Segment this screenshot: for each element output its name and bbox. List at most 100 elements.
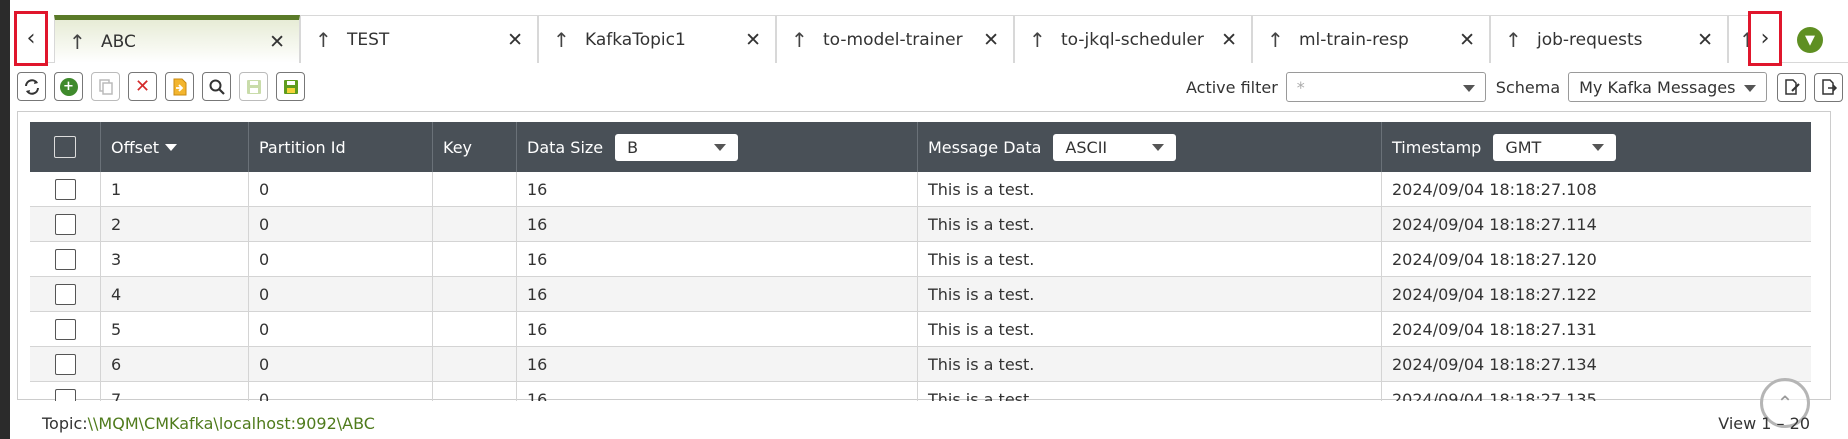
- close-icon[interactable]: ✕: [507, 28, 523, 51]
- close-icon[interactable]: ✕: [1697, 28, 1713, 51]
- tab-to-jkql-scheduler[interactable]: ↑ to-jkql-scheduler ✕: [1014, 15, 1252, 63]
- row-checkbox[interactable]: [54, 284, 76, 305]
- row-select-cell: [30, 277, 101, 312]
- cell-partition: 0: [249, 207, 433, 242]
- message-grid-panel: Offset Partition Id Key Data Size B Mess…: [17, 111, 1831, 401]
- cell-size: 16: [517, 312, 918, 347]
- cell-timestamp: 2024/09/04 18:18:27.120: [1392, 250, 1597, 269]
- active-filter-value: *: [1296, 77, 1305, 97]
- data-size-unit-select[interactable]: B: [615, 133, 739, 161]
- tab-to-model-trainer[interactable]: ↑ to-model-trainer ✕: [776, 15, 1014, 63]
- plus-icon: +: [59, 77, 78, 96]
- row-checkbox[interactable]: [54, 354, 76, 375]
- schema-select[interactable]: My Kafka Messages: [1568, 72, 1768, 102]
- cell-message: This is a test.: [918, 382, 1382, 401]
- close-icon[interactable]: ✕: [745, 28, 761, 51]
- chevron-down-icon: [1592, 143, 1605, 151]
- close-icon[interactable]: ✕: [269, 30, 285, 53]
- row-checkbox[interactable]: [54, 319, 76, 340]
- refresh-button[interactable]: [17, 72, 46, 101]
- delete-message-button[interactable]: ✕: [128, 72, 157, 101]
- add-message-button[interactable]: +: [54, 72, 83, 101]
- header-key[interactable]: Key: [433, 122, 517, 172]
- chevron-up-icon: ⌃: [1776, 391, 1794, 415]
- message-grid: Offset Partition Id Key Data Size B Mess…: [30, 122, 1811, 401]
- arrow-up-icon: ↑: [553, 27, 570, 52]
- cell-partition: 0: [249, 347, 433, 382]
- cell-partition: 0: [249, 172, 433, 207]
- chevron-down-icon: ▼: [1805, 32, 1815, 48]
- header-timestamp[interactable]: Timestamp GMT: [1382, 122, 1811, 172]
- row-select-cell: [30, 312, 101, 347]
- arrow-up-icon: ↑: [1029, 27, 1046, 52]
- timezone-select[interactable]: GMT: [1493, 133, 1617, 161]
- header-offset[interactable]: Offset: [101, 122, 249, 172]
- scroll-to-top-button[interactable]: ⌃: [1760, 378, 1810, 428]
- import-message-button[interactable]: [165, 72, 194, 101]
- chevron-down-icon: [1152, 143, 1165, 151]
- header-message-data-label: Message Data: [928, 137, 1042, 157]
- chevron-down-icon: [714, 143, 727, 151]
- grid-header: Offset Partition Id Key Data Size B Mess…: [30, 122, 1811, 172]
- tab-ml-train-resp[interactable]: ↑ ml-train-resp ✕: [1252, 15, 1490, 63]
- tab-list-dropdown-button[interactable]: ▼: [1797, 27, 1823, 53]
- header-data-size[interactable]: Data Size B: [517, 122, 918, 172]
- row-checkbox[interactable]: [54, 179, 76, 200]
- row-checkbox[interactable]: [54, 249, 76, 270]
- edit-schema-button[interactable]: [1777, 72, 1807, 102]
- export-button[interactable]: [1814, 72, 1844, 102]
- row-checkbox[interactable]: [54, 214, 76, 235]
- tab-label: ABC: [101, 31, 136, 52]
- tab-kafkatopic1[interactable]: ↑ KafkaTopic1 ✕: [538, 15, 776, 63]
- close-icon[interactable]: ✕: [983, 28, 999, 51]
- tab-label: to-jkql-scheduler: [1061, 29, 1204, 50]
- refresh-icon: [24, 78, 39, 95]
- cell-message: This is a test.: [918, 242, 1382, 277]
- header-offset-label: Offset: [111, 137, 160, 157]
- copy-message-button[interactable]: [91, 72, 120, 101]
- cell-key: [433, 312, 517, 347]
- cell-key: [433, 277, 517, 312]
- cell-timestamp: 2024/09/04 18:18:27.122: [1392, 285, 1597, 304]
- row-checkbox[interactable]: [54, 389, 76, 401]
- select-all-checkbox[interactable]: [54, 136, 76, 158]
- tab-scroll-right-button[interactable]: ›: [1748, 11, 1782, 66]
- tab-test[interactable]: ↑ TEST ✕: [300, 15, 538, 63]
- tab-scroll-left-button[interactable]: ‹: [14, 11, 48, 66]
- tab-abc[interactable]: ↑ ABC ✕: [54, 15, 300, 63]
- topic-tab-bar: ‹ ↑ ABC ✕ ↑ TEST ✕ ↑ KafkaTopic1 ✕ ↑ to-…: [14, 11, 1848, 66]
- close-icon[interactable]: ✕: [1221, 28, 1237, 51]
- cell-message: This is a test.: [918, 347, 1382, 382]
- cell-offset: 5: [101, 312, 249, 347]
- search-button[interactable]: [202, 72, 231, 101]
- active-filter-select[interactable]: *: [1285, 72, 1486, 102]
- tab-job-requests[interactable]: ↑ job-requests ✕: [1490, 15, 1728, 63]
- header-partition[interactable]: Partition Id: [249, 122, 433, 172]
- export-icon: [1821, 79, 1837, 95]
- tab-label: KafkaTopic1: [585, 29, 686, 50]
- save-as-button[interactable]: [276, 72, 305, 101]
- cell-timestamp: 2024/09/04 18:18:27.114: [1392, 215, 1597, 234]
- tab-label: ml-train-resp: [1299, 29, 1409, 50]
- topic-status: Topic:\\MQM\CMKafka\localhost:9092\ABC: [42, 414, 375, 433]
- header-key-label: Key: [443, 137, 473, 157]
- header-data-size-label: Data Size: [527, 137, 604, 157]
- chevron-left-icon: ‹: [26, 26, 36, 51]
- row-select-cell: [30, 242, 101, 277]
- message-encoding-select[interactable]: ASCII: [1053, 133, 1177, 161]
- arrow-up-icon: ↑: [315, 27, 332, 52]
- timezone-value: GMT: [1505, 137, 1542, 157]
- save-button[interactable]: [239, 72, 268, 101]
- cell-size: 16: [517, 347, 918, 382]
- close-icon[interactable]: ✕: [1459, 28, 1475, 51]
- header-message-data[interactable]: Message Data ASCII: [918, 122, 1382, 172]
- cell-key: [433, 382, 517, 401]
- window-frame: [0, 0, 10, 439]
